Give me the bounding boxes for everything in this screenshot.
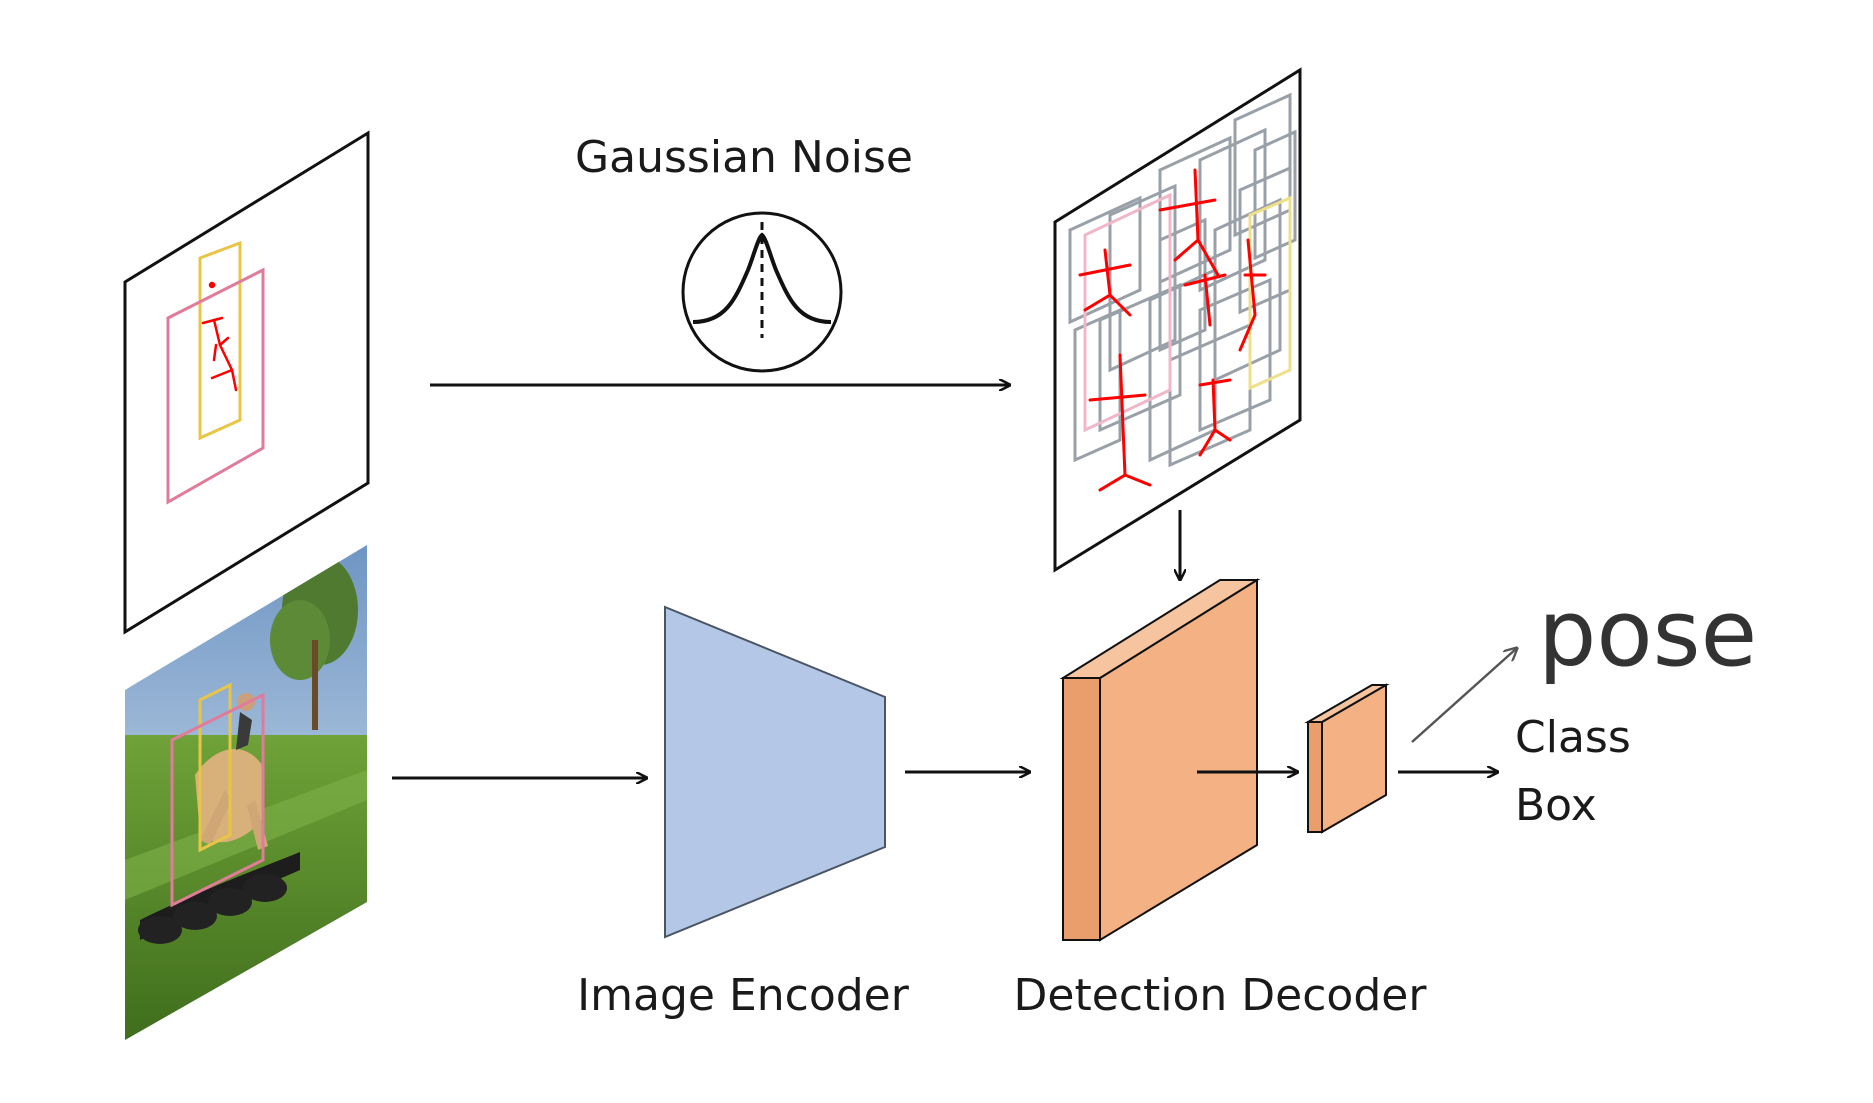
gt-box-panel xyxy=(123,130,370,635)
image-encoder-label: Image Encoder xyxy=(577,970,910,1021)
gt-yellow-box xyxy=(198,240,242,441)
gaussian-curve-icon xyxy=(681,211,843,373)
image-encoder-block xyxy=(664,605,886,939)
detection-decoder-label: Detection Decoder xyxy=(1014,970,1428,1021)
gaussian-noise-label: Gaussian Noise xyxy=(575,132,913,183)
detection-decoder-block xyxy=(1059,578,1261,942)
class-label: Class xyxy=(1515,712,1631,763)
input-image-panel xyxy=(125,545,367,1040)
gt-pink-box xyxy=(166,267,265,505)
gt-panel-frame xyxy=(123,130,370,635)
arrow-head-to-pose xyxy=(1411,648,1517,743)
horse-rider-photo xyxy=(125,545,367,1040)
prediction-head-block xyxy=(1304,683,1390,834)
box-label: Box xyxy=(1515,780,1597,831)
noisy-box-panel xyxy=(1053,67,1302,573)
pose-label: pose xyxy=(1538,580,1757,687)
gt-keypoints-skeleton xyxy=(201,281,238,392)
noisy-keypoints-skeletons xyxy=(1078,168,1267,492)
